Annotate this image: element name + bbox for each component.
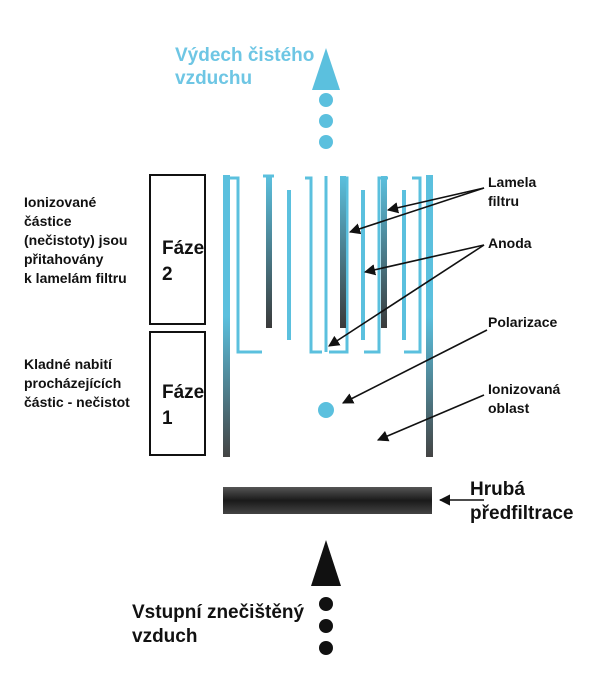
outlet-dot [319, 93, 333, 107]
filter-plate [287, 190, 291, 340]
inlet-dot [319, 641, 333, 655]
outlet-dot [319, 114, 333, 128]
outlet-label: Výdech čistého vzduchu [175, 45, 315, 89]
filter-lamella [404, 176, 422, 354]
phase1-description: Kladné nabití procházejících částic - ne… [24, 356, 130, 410]
filter-plate [361, 190, 365, 340]
polarizace-pointer [342, 329, 488, 404]
anoda-label: Anoda [488, 235, 532, 251]
lamela-pointer [348, 187, 485, 235]
lamela-label: Lamela filtru [488, 174, 537, 209]
inlet-arrow [311, 540, 341, 655]
anode-rod [381, 176, 387, 328]
filter-lamella [230, 176, 262, 354]
prefilter-bar [223, 487, 432, 514]
ionizovana-pointer [376, 394, 485, 442]
polarization-ball [318, 402, 334, 418]
inlet-dot [319, 619, 333, 633]
anode-rod [340, 176, 346, 328]
phase1-label: Fáze 1 [162, 382, 205, 429]
anode-rod [266, 176, 272, 328]
polarizace-label: Polarizace [488, 314, 558, 330]
anoda-pointer [328, 244, 485, 347]
lamela-pointer [386, 187, 485, 214]
outer-wall-left [223, 175, 230, 457]
inlet-label: Vstupní znečištěný vzduch [132, 602, 305, 647]
filter-lamella [305, 176, 322, 354]
outlet-dot [319, 135, 333, 149]
phase1-bracket [149, 331, 206, 456]
phase2-label: Fáze 2 [162, 238, 205, 285]
phase2-description: Ionizované částice (nečistoty) jsou přit… [24, 194, 128, 286]
filter-plate [402, 190, 406, 340]
ionizovana-label: Ionizovaná oblast [488, 381, 561, 416]
anoda-pointer [363, 244, 485, 276]
inlet-arrowhead [311, 540, 341, 586]
outlet-arrow [312, 48, 340, 149]
inlet-dot [319, 597, 333, 611]
prefilter-label: Hrubá předfiltrace [470, 479, 574, 524]
pointer-arrows [328, 187, 488, 506]
outer-wall-right [426, 175, 433, 457]
outlet-arrowhead [312, 48, 340, 90]
phase2-bracket [149, 174, 206, 325]
